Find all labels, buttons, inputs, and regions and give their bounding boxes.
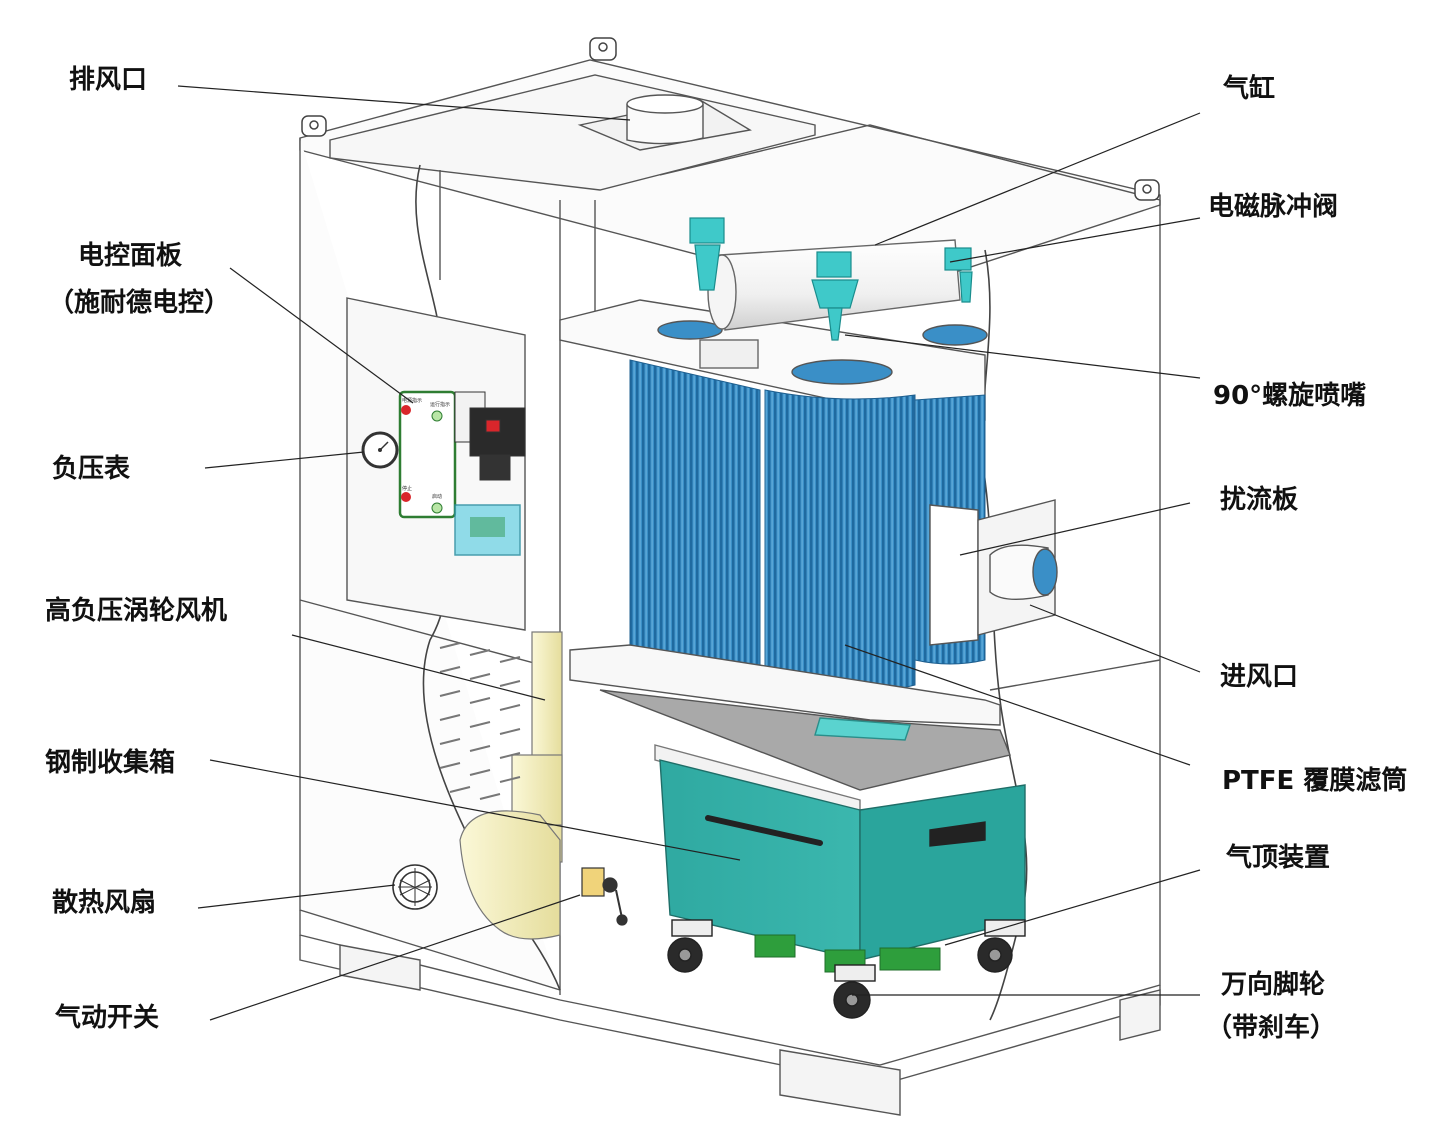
box-handle-side	[929, 821, 986, 847]
label-pressure-gauge: 负压表	[52, 454, 131, 484]
pneumatic-switch	[581, 867, 628, 926]
label-pulse-valve: 电磁脉冲阀	[1208, 192, 1339, 222]
label-control-panel-sub: （施耐德电控）	[48, 288, 231, 318]
power-indicator-light	[401, 405, 411, 415]
stop-button[interactable]	[401, 492, 411, 502]
steel-collection-box	[654, 744, 1026, 961]
label-steel-box: 钢制收集箱	[45, 748, 176, 778]
panel-label-3: 停止	[402, 485, 412, 492]
run-indicator-light	[431, 410, 443, 422]
label-ptfe-filter: PTFE 覆膜滤筒	[1222, 766, 1408, 796]
leader-lines	[177, 85, 1201, 1021]
label-air-cylinder: 气缸	[1223, 74, 1276, 104]
panel-label-1: 电源指示	[402, 397, 422, 404]
control-panel-area: 电源指示 运行指示 停止 启动	[346, 297, 526, 631]
gauge-icon	[361, 431, 399, 469]
panel-label-4: 启动	[432, 493, 442, 500]
label-caster: 万向脚轮	[1221, 970, 1326, 1000]
start-button[interactable]	[431, 502, 443, 514]
inlet-and-baffle	[929, 499, 1058, 646]
vent-louvers	[439, 642, 521, 800]
filter-chamber	[559, 299, 988, 421]
label-cooling-fan: 散热风扇	[52, 888, 157, 918]
cooling-fan-icon	[392, 864, 438, 910]
label-pneumatic-switch: 气动开关	[55, 1003, 160, 1033]
label-turbo-fan: 高负压涡轮风机	[45, 596, 228, 626]
pulse-valves	[689, 217, 973, 341]
caster-wheel-icon	[667, 919, 1026, 1019]
label-jack-device: 气顶装置	[1226, 843, 1331, 873]
lifting-eye-icon	[301, 37, 1160, 201]
label-baffle: 扰流板	[1220, 485, 1299, 515]
contactor	[454, 391, 526, 481]
hopper	[569, 644, 1011, 791]
label-caster-sub: （带刹车）	[1206, 1013, 1337, 1043]
label-spiral-nozzle: 90°螺旋喷嘴	[1213, 381, 1367, 411]
box-handle-front	[705, 815, 823, 846]
label-control-panel: 电控面板	[78, 241, 183, 271]
exhaust-outlet	[577, 94, 752, 151]
label-air-inlet: 进风口	[1220, 662, 1299, 692]
control-panel-board	[398, 390, 457, 519]
panel-label-2: 运行指示	[430, 401, 450, 408]
label-exhaust-outlet: 排风口	[69, 65, 148, 95]
